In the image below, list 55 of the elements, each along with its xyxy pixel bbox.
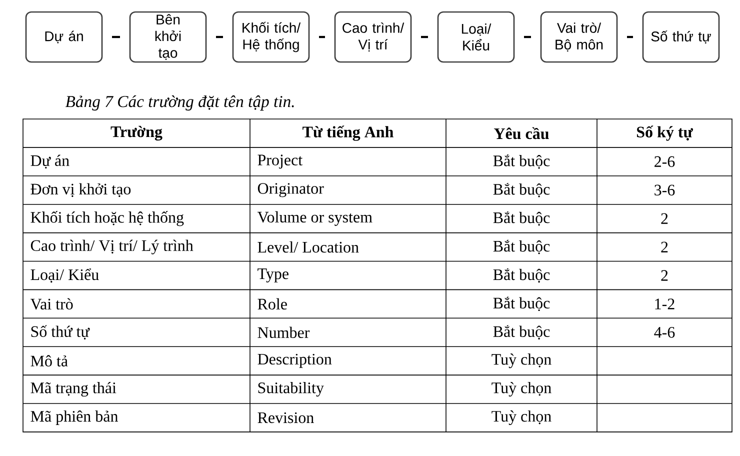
dash-connector [421, 36, 428, 38]
table-cell: Bắt buộc [493, 154, 550, 169]
table-cell: Bắt buộc [493, 240, 550, 254]
field-box: Dự án [25, 11, 103, 63]
field-box: Số thứ tự [642, 11, 720, 63]
field-box: Bên khởi tạo [129, 11, 207, 63]
table-cell: Description [258, 354, 332, 368]
table-header: Số ký tự [637, 126, 694, 141]
table-cell: Volume or system [257, 211, 372, 226]
table-cell: Dự án [30, 154, 70, 169]
table-cell: Bắt buộc [493, 183, 550, 198]
table-cell: Cao trình/ Vị trí/ Lý trình [30, 240, 194, 254]
table-cell: 4-6 [654, 327, 675, 338]
table-cell: 1-2 [655, 298, 674, 310]
table-caption: Bảng 7 Các trường đặt tên tập tin. [65, 95, 294, 111]
table-cell: Tuỳ chọn [492, 354, 552, 368]
table-cell: Tuỳ chọn [492, 382, 552, 397]
table-cell: Vai trò [30, 298, 73, 310]
table-cell: Originator [258, 183, 324, 198]
table-cell: Tuỳ chọn [492, 410, 552, 425]
table-cell: Revision [258, 412, 314, 424]
field-box: Loại/ Kiểu [437, 11, 515, 63]
table-cell: Bắt buộc [493, 268, 550, 283]
dash-connector [112, 36, 120, 38]
field-box: Vai trò/ Bộ môn [540, 11, 618, 63]
table-cell: Mã trạng thái [30, 382, 116, 397]
table-cell: 2-6 [654, 156, 675, 168]
dash-connector [216, 36, 223, 38]
dash-connector [319, 36, 325, 38]
table-cell: Role [258, 298, 287, 310]
table-cell: 2 [661, 242, 668, 252]
dash-connector [627, 36, 633, 38]
table-cell: Bắt buộc [493, 211, 550, 226]
table-cell: Mã phiên bản [30, 410, 118, 425]
table-cell: Đơn vị khởi tạo [30, 183, 131, 197]
table-cell: Project [258, 154, 302, 169]
table-header: Trường [110, 126, 162, 141]
table-cell: 3-6 [654, 184, 675, 196]
table-cell: Level/ Location [258, 241, 359, 253]
table-cell: Bắt buộc [493, 325, 550, 340]
table-cell: Loại/ Kiểu [30, 268, 99, 283]
table-cell: 2 [661, 213, 668, 224]
table-cell: Mô tả [30, 355, 68, 366]
table-cell: Bắt buộc [493, 296, 550, 312]
field-box: Khối tích/ Hệ thống [232, 11, 310, 63]
table-cell: Số thứ tự [31, 325, 90, 340]
dash-connector [524, 36, 531, 38]
table-cell: Suitability [258, 382, 324, 397]
table-cell: Number [258, 326, 310, 338]
table-header: Yêu cầu [494, 127, 549, 140]
table-cell: Type [258, 268, 288, 282]
table-cell: 2 [661, 270, 668, 281]
table-header: Từ tiếng Anh [302, 126, 394, 141]
field-box: Cao trình/ Vị trí [334, 11, 412, 63]
table-cell: Khối tích hoặc hệ thống [30, 211, 184, 226]
